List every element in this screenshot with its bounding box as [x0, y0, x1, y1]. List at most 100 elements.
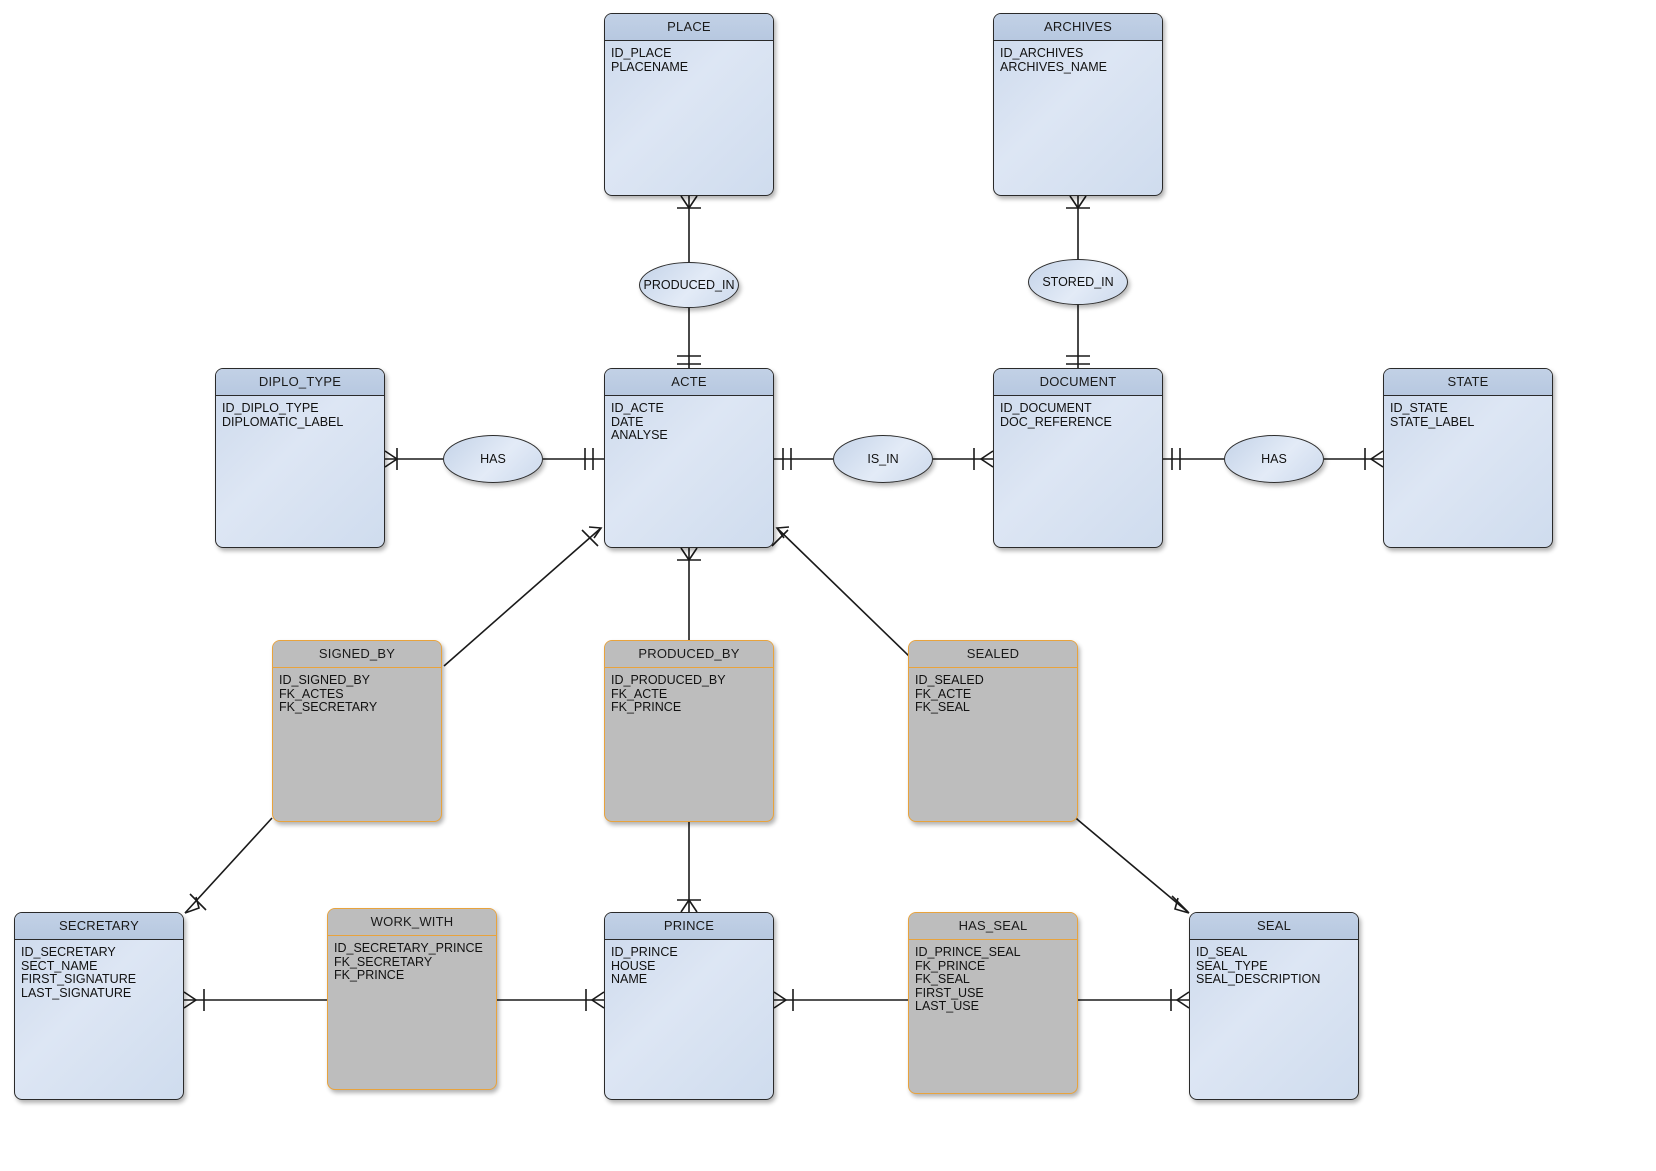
edge-work_with-prince [497, 989, 605, 1011]
attribute-row: FK_SEAL [915, 700, 970, 715]
relationship-has_diplo[interactable]: HAS [443, 435, 543, 483]
edge-has-acte [543, 448, 604, 470]
attribute-row: FK_PRINCE [334, 968, 405, 983]
attribute-row: ID_SEAL [1196, 945, 1248, 959]
edge-produced_in-acte [677, 308, 701, 368]
attribute-row: SEAL_DESCRIPTION [1196, 972, 1321, 987]
attribute-row: ARCHIVES_NAME [1000, 59, 1107, 74]
attribute-row: PLACENAME [611, 59, 689, 74]
entity-title-sealed: SEALED [909, 641, 1077, 668]
attribute-row: FK_SEAL [915, 972, 970, 987]
attribute-row: ID_STATE [1390, 401, 1448, 415]
edge-document-has-state [1163, 448, 1224, 470]
entity-title-prince: PRINCE [605, 913, 773, 940]
relationship-label: HAS [480, 452, 506, 466]
entity-title-has_seal: HAS_SEAL [909, 913, 1077, 940]
edge-produced_by-prince [677, 822, 701, 913]
relationship-label: PRODUCED_IN [643, 278, 735, 292]
attribute-row: ID_DIPLO_TYPE [222, 401, 319, 415]
attribute-row: NAME [611, 972, 648, 987]
relationship-is_in[interactable]: IS_IN [833, 435, 933, 483]
attribute-row: ID_SEALED [915, 673, 984, 687]
edge-archives-stored_in [1066, 195, 1090, 259]
attribute-row: FK_ACTE [915, 686, 972, 701]
entity-title-secretary: SECRETARY [15, 913, 183, 940]
attribute-row: FK_SECRETARY [334, 954, 433, 969]
edge-secretary-work_with [183, 989, 327, 1011]
edge-acte-signed_by [443, 526, 603, 667]
attribute-row: FK_PRINCE [915, 958, 986, 973]
entity-title-diplo_type: DIPLO_TYPE [216, 369, 384, 396]
edge-diplo_type-has [384, 448, 443, 470]
entity-title-acte: ACTE [605, 369, 773, 396]
relationship-label: HAS [1261, 452, 1287, 466]
entity-title-state: STATE [1384, 369, 1552, 396]
entity-title-signed_by: SIGNED_BY [273, 641, 441, 668]
edge-has_seal-seal [1078, 989, 1190, 1011]
attribute-row: DIPLOMATIC_LABEL [222, 414, 344, 429]
relationship-stored_in[interactable]: STORED_IN [1028, 259, 1128, 305]
attribute-row: ID_SECRETARY_PRINCE [334, 941, 483, 955]
attribute-row: LAST_SIGNATURE [21, 985, 132, 1000]
relationship-produced_in[interactable]: PRODUCED_IN [639, 262, 739, 308]
attribute-row: FK_ACTE [611, 686, 668, 701]
relationship-has_state[interactable]: HAS [1224, 435, 1324, 483]
attribute-row: ID_PRINCE_SEAL [915, 945, 1021, 959]
edge-has-state [1324, 448, 1384, 470]
attribute-row: ANALYSE [611, 428, 668, 443]
attribute-row: STATE_LABEL [1390, 414, 1475, 429]
attribute-row: FK_PRINCE [611, 700, 682, 715]
edge-acte-produced_by [677, 547, 701, 640]
attribute-row: ID_PRINCE [611, 945, 678, 959]
attribute-row: HOUSE [611, 958, 656, 973]
attribute-row: DOC_REFERENCE [1000, 414, 1112, 429]
entity-title-seal: SEAL [1190, 913, 1358, 940]
edge-signed_by-secretary [184, 817, 273, 914]
attribute-row: ID_SIGNED_BY [279, 673, 371, 687]
attribute-row: ID_ACTE [611, 401, 664, 415]
attribute-row: LAST_USE [915, 999, 979, 1014]
attribute-row: ID_ARCHIVES [1000, 46, 1084, 60]
edge-stored_in-document [1066, 305, 1090, 368]
attribute-row: FIRST_USE [915, 985, 984, 1000]
relationship-label: STORED_IN [1042, 275, 1114, 289]
attribute-row: SECT_NAME [21, 958, 98, 973]
attribute-row: ID_DOCUMENT [1000, 401, 1092, 415]
attribute-row: FK_SECRETARY [279, 700, 378, 715]
attribute-row: FK_ACTES [279, 686, 344, 701]
entity-title-document: DOCUMENT [994, 369, 1162, 396]
entity-title-work_with: WORK_WITH [328, 909, 496, 936]
relationship-label: IS_IN [867, 452, 899, 466]
entity-title-produced_by: PRODUCED_BY [605, 641, 773, 668]
edge-prince-has_seal [773, 989, 908, 1011]
